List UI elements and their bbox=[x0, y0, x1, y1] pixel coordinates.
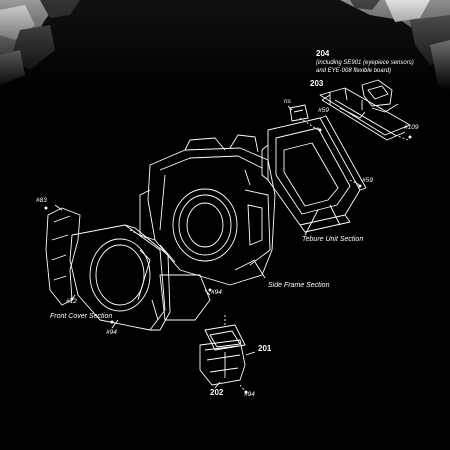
callout-94-bottom: #94 bbox=[244, 391, 255, 398]
callout-204-note-line1: (including SE901 (eyepiece sensors) bbox=[316, 60, 414, 66]
side-frame-section-label: Side Frame Section bbox=[268, 282, 330, 289]
camouflage-background bbox=[0, 0, 450, 90]
callout-204: 204 bbox=[316, 49, 330, 58]
camera-main-body bbox=[139, 134, 276, 286]
callout-94-left: #94 bbox=[106, 329, 117, 336]
eyepiece-bracket-203 bbox=[319, 87, 411, 141]
callout-203: 203 bbox=[310, 79, 324, 88]
callout-59-top: #59 bbox=[318, 107, 329, 114]
callout-201: 201 bbox=[258, 344, 272, 353]
eyepiece-sensor-board-204 bbox=[361, 79, 399, 113]
small-bracket-ns bbox=[289, 104, 309, 122]
callout-12: #12 bbox=[66, 298, 77, 305]
tebure-unit bbox=[261, 115, 367, 233]
callout-109: #109 bbox=[404, 124, 419, 131]
callout-94-middle: #94 bbox=[211, 289, 222, 296]
callout-202: 202 bbox=[210, 388, 224, 397]
front-cover bbox=[69, 224, 171, 331]
front-grip bbox=[45, 207, 81, 306]
front-cover-section-label: Front Cover Section bbox=[50, 313, 113, 320]
callout-204-note-line2: and EYE-008 flexible board) bbox=[316, 68, 392, 74]
callout-ns: ns bbox=[284, 98, 291, 105]
bottom-module-201-202 bbox=[199, 324, 246, 386]
callout-83: #83 bbox=[36, 197, 47, 204]
callout-59-right: #59 bbox=[362, 177, 373, 184]
tebure-unit-section-label: Tebure Unit Section bbox=[302, 236, 364, 243]
